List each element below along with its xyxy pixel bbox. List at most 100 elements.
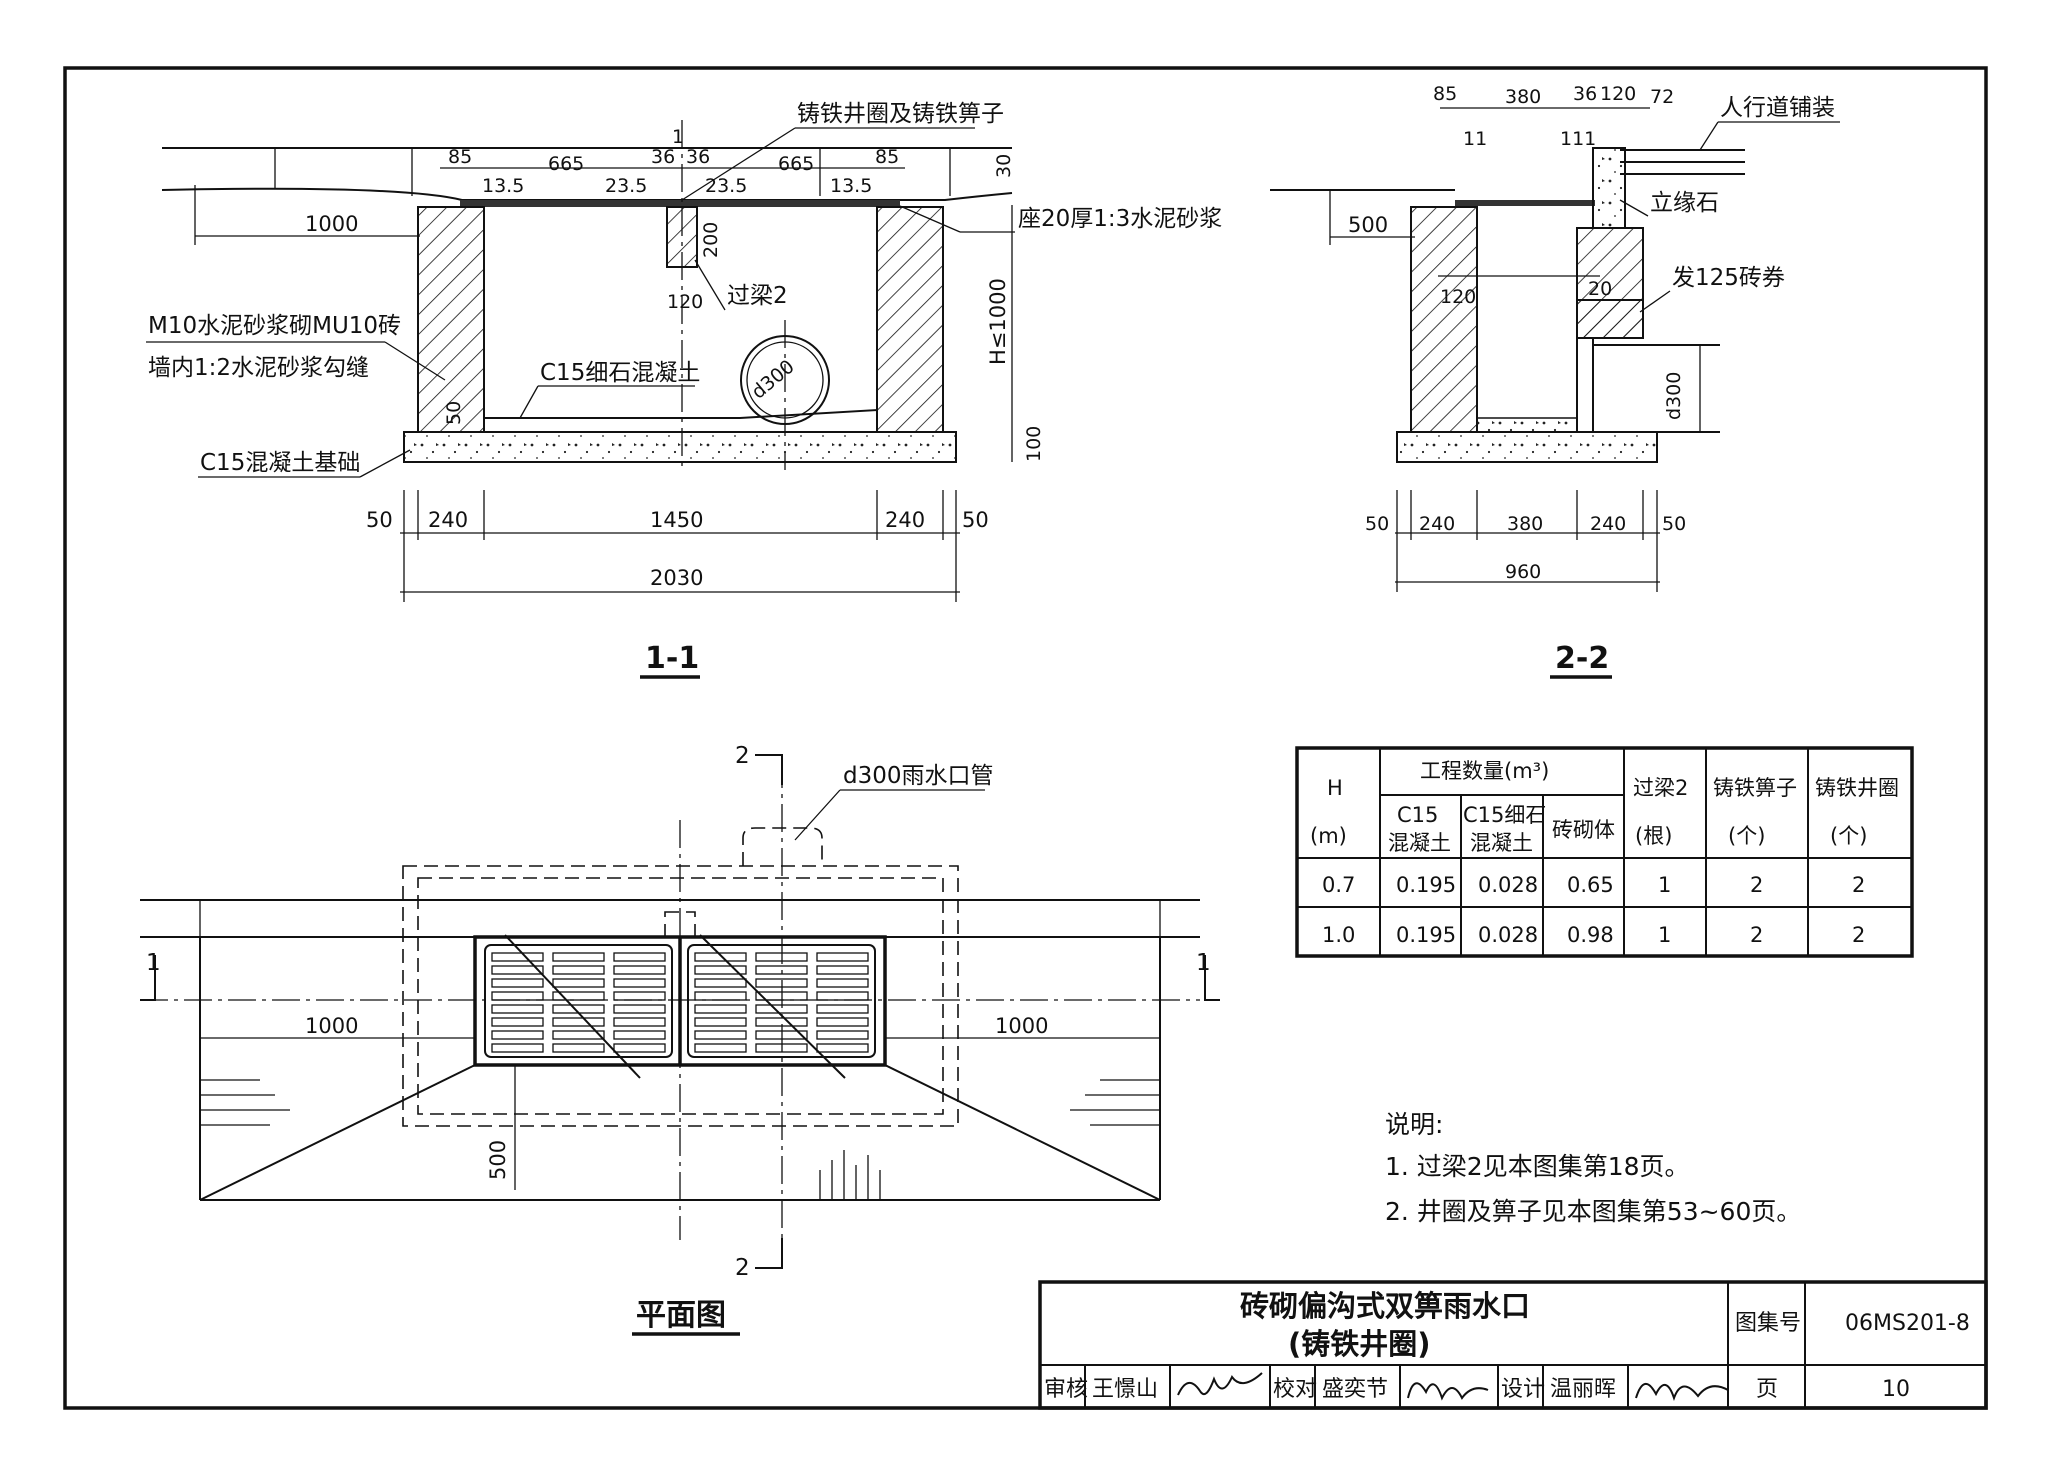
th-c15f-b: 混凝土	[1470, 831, 1533, 855]
th-c15-a: C15	[1397, 803, 1438, 827]
pipe-2-label: d300	[1663, 372, 1685, 420]
page-label: 页	[1756, 1377, 1778, 1402]
label-beam: 过梁2	[727, 283, 788, 309]
dim-1000-left: 1000	[305, 212, 358, 236]
pipe-label: d300	[748, 356, 799, 404]
cut-2-bottom: 2	[735, 1255, 750, 1281]
section-1-1-title: 1-1	[645, 641, 699, 676]
dim-30: 30	[993, 154, 1015, 178]
section-2-2: d300 85 380 36 120 72 11 111 500 120 20 …	[1270, 83, 1840, 679]
dim-2-b240b: 240	[1590, 513, 1626, 535]
label-mortar-seat: 座20厚1:3水泥砂浆	[1018, 206, 1222, 232]
plan-title: 平面图	[636, 1298, 726, 1333]
label-fine-concrete: C15细石混凝土	[540, 360, 700, 386]
designer-signature	[1635, 1383, 1729, 1402]
grate-slot	[613, 1017, 666, 1027]
grate-slot	[552, 978, 605, 988]
grate-slot	[491, 1004, 544, 1014]
grate-slot	[816, 991, 869, 1001]
dim-2-b50b: 50	[1662, 513, 1686, 535]
th-h-unit: (m)	[1310, 824, 1347, 848]
grate-slot	[491, 1043, 544, 1053]
wall-right	[876, 206, 944, 433]
dim-2-t120: 120	[1600, 83, 1636, 105]
reviewer-signature	[1177, 1372, 1263, 1396]
th-group: 工程数量(m³)	[1420, 759, 1549, 783]
cell-c15f: 0.028	[1478, 873, 1538, 897]
dim-2-b960: 960	[1505, 561, 1541, 583]
grate-left	[484, 944, 673, 1058]
label-paving: 人行道铺装	[1720, 95, 1835, 121]
sheet-border	[63, 66, 1988, 1410]
plan-dim-1000-right: 1000	[995, 1014, 1048, 1038]
grate-slot	[613, 952, 666, 962]
grate-slot	[694, 1043, 747, 1053]
cell-ring: 2	[1852, 873, 1865, 897]
label-plan-pipe: d300雨水口管	[843, 763, 994, 789]
dim-36a: 36	[651, 146, 675, 168]
grate-slot	[694, 1030, 747, 1040]
th-ring-a: 铸铁井圈	[1815, 776, 1899, 800]
grate-slot	[694, 965, 747, 975]
label-wall: M10水泥砂浆砌MU10砖	[148, 313, 401, 339]
th-beam-a: 过梁2	[1633, 776, 1688, 800]
notes-heading: 说明:	[1385, 1110, 1443, 1139]
grate-slot	[552, 952, 605, 962]
dim-135b: 13.5	[830, 175, 872, 197]
th-c15f-a: C15细石	[1463, 803, 1546, 827]
dim-2-t85: 85	[1433, 83, 1457, 105]
dim-2-b240a: 240	[1419, 513, 1455, 535]
label-curb: 立缘石	[1650, 190, 1719, 216]
plan-dim-500: 500	[486, 1140, 510, 1180]
cell-h: 1.0	[1322, 923, 1355, 947]
plan-dim-1000-left: 1000	[305, 1014, 358, 1038]
plan-view: 1 1 2 2 1000 1000 500 d300雨水口管 平面图	[140, 743, 1220, 1336]
dim-2-t11: 11	[1463, 128, 1487, 150]
dim-base-100: 100	[1023, 426, 1045, 462]
notes: 说明: 1. 过梁2见本图集第18页。 2. 井圈及箅子见本图集第53~60页。	[1385, 1110, 1801, 1226]
dim-2-d20: 20	[1588, 278, 1612, 300]
label-arch: 发125砖券	[1672, 265, 1785, 291]
dim-665a: 665	[548, 153, 584, 175]
curb-stone	[1592, 147, 1626, 229]
cell-h: 0.7	[1322, 873, 1355, 897]
grate-slot	[552, 965, 605, 975]
dim-fill-50: 50	[443, 401, 465, 425]
grate-slot	[694, 978, 747, 988]
atlas-label: 图集号	[1735, 1311, 1801, 1336]
dim-235a: 23.5	[605, 175, 647, 197]
foundation-c15	[403, 431, 957, 463]
dim-b240a: 240	[428, 508, 468, 532]
atlas-number: 06MS201-8	[1845, 1311, 1970, 1336]
cell-brick: 0.98	[1567, 923, 1614, 947]
dim-2-b380: 380	[1507, 513, 1543, 535]
grate-slot	[491, 978, 544, 988]
cell-grate: 2	[1750, 873, 1763, 897]
dim-height: H≤1000	[986, 278, 1010, 365]
th-ring-b: (个)	[1830, 824, 1867, 848]
dim-665b: 665	[778, 153, 814, 175]
dim-2-t36: 36	[1573, 83, 1597, 105]
section-1-1: d300 85 665 1 36 36 665 85 30 13.5 23.5 …	[146, 101, 1222, 679]
dim-1: 1	[672, 126, 684, 148]
cell-ring: 2	[1852, 923, 1865, 947]
cut-1-right: 1	[1196, 950, 1211, 976]
grate-slot	[613, 965, 666, 975]
cell-beam: 1	[1658, 923, 1671, 947]
grate-slot	[613, 991, 666, 1001]
th-c15-b: 混凝土	[1388, 831, 1451, 855]
grate-slot	[613, 1004, 666, 1014]
dim-2-t380: 380	[1505, 86, 1541, 108]
grate-slot	[613, 1030, 666, 1040]
dim-135a: 13.5	[482, 175, 524, 197]
dim-2-b50a: 50	[1365, 513, 1389, 535]
checker-name: 盛奕节	[1322, 1377, 1388, 1402]
table-row: 1.0 0.195 0.028 0.98 1 2 2	[1322, 923, 1865, 947]
reviewer-name: 王憬山	[1092, 1377, 1158, 1402]
dim-b50a: 50	[366, 508, 393, 532]
review-label: 审核	[1044, 1377, 1088, 1402]
page-number: 10	[1882, 1377, 1910, 1402]
note-item: 2. 井圈及箅子见本图集第53~60页。	[1385, 1197, 1801, 1226]
grate-slot	[552, 1030, 605, 1040]
note-item: 1. 过梁2见本图集第18页。	[1385, 1152, 1690, 1181]
